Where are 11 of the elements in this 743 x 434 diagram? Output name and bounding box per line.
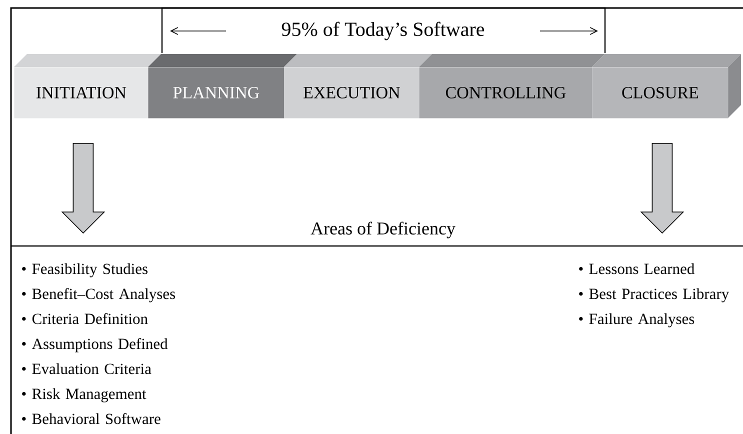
bullet-list: • Lessons Learned • Best Practices Library • Failure Analyses xyxy=(579,263,730,328)
phase-block: CONTROLLING xyxy=(419,54,605,118)
phase-block: CLOSURE xyxy=(592,54,741,118)
phase-block: INITIATION xyxy=(14,54,161,118)
bullet-list: • Feasibility Studies • Benefit–Cost Analyses • Criteria Definition • Assumptions Defined • Evaluation Criteria • Risk Management • Behavioral Software xyxy=(22,263,176,424)
block-arrow xyxy=(61,143,106,234)
span-label: 95% of Today’s Software xyxy=(282,22,484,40)
phase-block: PLANNING xyxy=(148,54,297,118)
block-arrow xyxy=(640,143,684,234)
phase-block: EXECUTION xyxy=(284,54,432,118)
section-heading: Areas of Deficiency xyxy=(310,222,456,238)
